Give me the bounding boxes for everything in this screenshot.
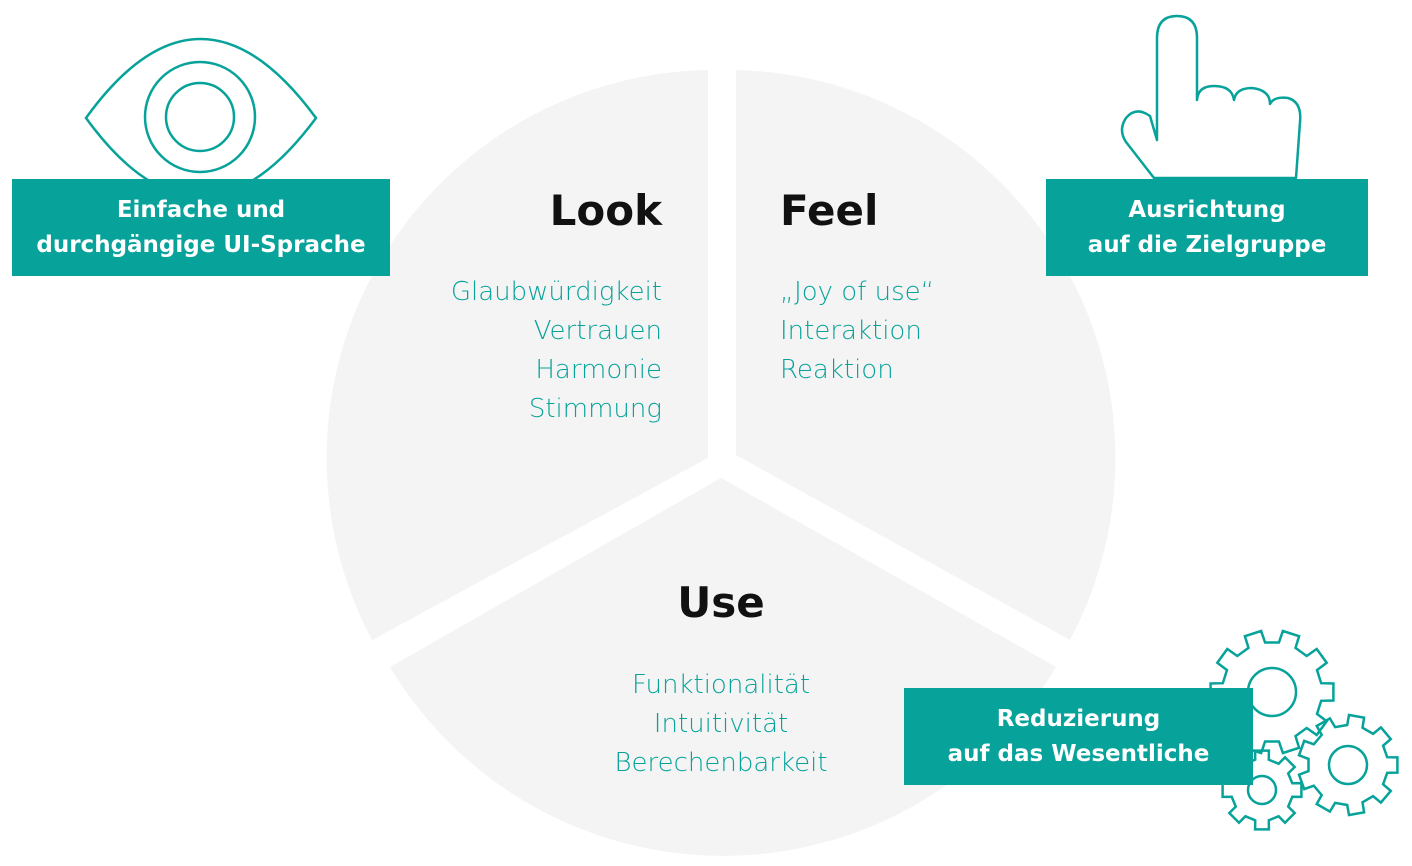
segment-title-feel: Feel bbox=[780, 186, 879, 235]
eye-icon bbox=[84, 37, 318, 198]
segment-items-use: Funktionalität Intuitivität Berechenbark… bbox=[571, 666, 871, 783]
use-item: Funktionalität bbox=[631, 670, 811, 700]
gear-hole bbox=[1246, 666, 1298, 718]
gear-outline bbox=[1221, 749, 1303, 831]
callout-use-line1: Reduzierung bbox=[996, 705, 1161, 732]
callout-feel-line1: Ausrichtung bbox=[1128, 196, 1286, 223]
gear-medium-icon bbox=[1297, 713, 1399, 817]
segment-look bbox=[326, 70, 708, 640]
feel-item: „Joy of use“ bbox=[780, 277, 935, 307]
segment-title-look: Look bbox=[549, 186, 662, 235]
segment-items-feel: „Joy of use“ Interaktion Reaktion bbox=[780, 273, 934, 390]
use-item: Berechenbarkeit bbox=[614, 748, 828, 778]
look-item: Harmonie bbox=[535, 355, 662, 385]
callout-box-use bbox=[904, 688, 1253, 785]
look-item: Vertrauen bbox=[533, 316, 662, 346]
pointing-hand-icon bbox=[1120, 14, 1302, 180]
segment-feel bbox=[736, 70, 1116, 640]
callout-feel-line2: auf die Zielgruppe bbox=[1087, 231, 1327, 258]
feel-item: Reaktion bbox=[780, 355, 894, 385]
gear-hole bbox=[1327, 744, 1369, 786]
gear-hole bbox=[1246, 774, 1278, 806]
callout-look: Einfache und durchgängige UI-Sprache bbox=[12, 179, 390, 276]
callout-look-line2: durchgängige UI-Sprache bbox=[36, 231, 366, 258]
callout-box-feel bbox=[1046, 179, 1368, 276]
callout-box-look bbox=[12, 179, 390, 276]
callout-use: Reduzierung auf das Wesentliche bbox=[904, 688, 1253, 785]
gear-outline bbox=[1297, 713, 1399, 817]
callout-look-line1: Einfache und bbox=[116, 196, 286, 223]
use-item: Intuitivität bbox=[653, 709, 789, 739]
pie-chart bbox=[326, 70, 1116, 856]
segment-use bbox=[390, 478, 1056, 856]
feel-item: Interaktion bbox=[780, 316, 922, 346]
look-item: Glaubwürdigkeit bbox=[450, 277, 662, 307]
callout-use-line2: auf das Wesentliche bbox=[947, 740, 1210, 767]
segment-title-use: Use bbox=[677, 578, 765, 627]
callout-feel: Ausrichtung auf die Zielgruppe bbox=[1046, 179, 1368, 276]
gear-small-icon bbox=[1221, 749, 1303, 831]
segment-items-look: Glaubwürdigkeit Vertrauen Harmonie Stimm… bbox=[451, 273, 662, 429]
look-item: Stimmung bbox=[528, 394, 662, 424]
